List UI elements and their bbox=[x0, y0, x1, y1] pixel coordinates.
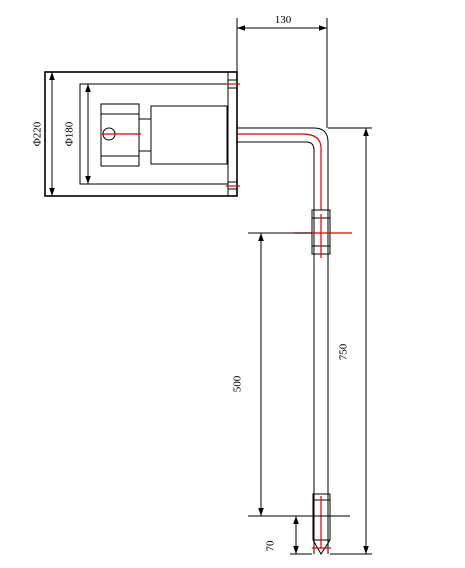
dim-label-tip-length: 70 bbox=[265, 540, 277, 552]
dim-label-width-top: 130 bbox=[275, 14, 292, 26]
dimension-total-length: 750 bbox=[328, 127, 372, 555]
dimension-width-top: 130 bbox=[236, 14, 328, 128]
terminal-body bbox=[150, 105, 228, 165]
terminal-neck bbox=[138, 118, 152, 152]
housing bbox=[44, 71, 240, 197]
dimension-inner-diameter: Φ180 bbox=[64, 84, 91, 184]
dim-label-outer-diameter: Φ220 bbox=[32, 121, 44, 146]
terminal-left bbox=[100, 103, 140, 167]
sheath-pipe bbox=[237, 127, 352, 555]
tip-point bbox=[312, 539, 331, 555]
dimension-outer-diameter: Φ220 bbox=[32, 71, 55, 196]
dimension-tip-length: 70 bbox=[265, 516, 312, 555]
dim-label-total-length: 750 bbox=[338, 343, 350, 360]
dim-label-insertion-length: 500 bbox=[232, 375, 244, 392]
housing-flange bbox=[227, 71, 238, 197]
terminal-block bbox=[100, 103, 228, 167]
dimension-insertion-length: 500 bbox=[232, 232, 350, 517]
dim-label-inner-diameter: Φ180 bbox=[64, 121, 76, 146]
